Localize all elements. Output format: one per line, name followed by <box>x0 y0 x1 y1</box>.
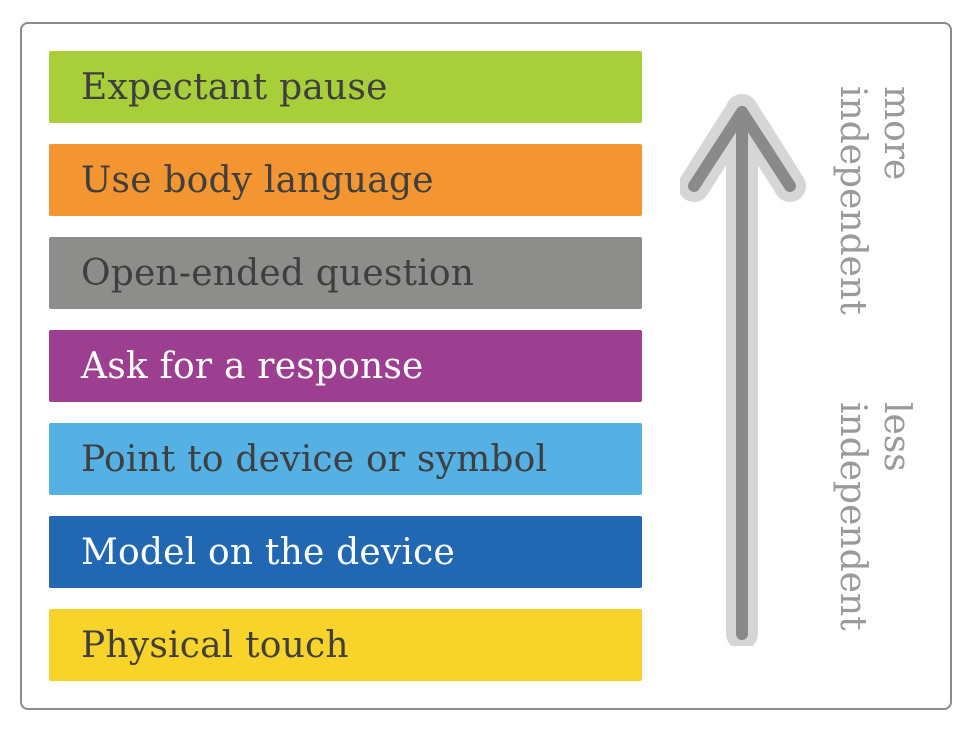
level-label: Expectant pause <box>81 66 388 108</box>
level-label: Open-ended question <box>81 252 475 294</box>
less-independent-label: less independent <box>830 402 918 631</box>
independent-label-top: independent <box>832 86 873 315</box>
more-independent-label: more independent <box>830 86 918 315</box>
level-expectant-pause: Expectant pause <box>49 51 642 123</box>
level-label: Use body language <box>81 159 434 201</box>
arrow-core <box>688 106 796 640</box>
level-label: Ask for a response <box>81 345 424 387</box>
up-arrow-icon <box>680 94 806 646</box>
independent-label-bottom: independent <box>832 402 873 631</box>
more-label: more <box>876 86 917 181</box>
level-point-to-device-or-symbol: Point to device or symbol <box>49 423 642 495</box>
level-use-body-language: Use body language <box>49 144 642 216</box>
less-label: less <box>876 402 917 472</box>
level-label: Point to device or symbol <box>81 438 548 480</box>
level-label: Physical touch <box>81 624 349 666</box>
level-label: Model on the device <box>81 531 456 573</box>
level-open-ended-question: Open-ended question <box>49 237 642 309</box>
level-physical-touch: Physical touch <box>49 609 642 681</box>
level-model-on-the-device: Model on the device <box>49 516 642 588</box>
level-ask-for-a-response: Ask for a response <box>49 330 642 402</box>
